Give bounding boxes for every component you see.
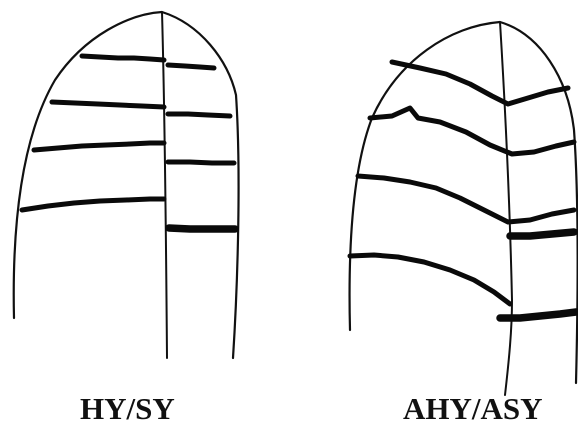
feather-left-bar-4-vane [169, 228, 235, 229]
feather-right-bar-4 [350, 255, 510, 304]
feather-left-bar-1-vane [168, 65, 214, 68]
feather-left [14, 12, 239, 358]
feather-left-bar-3-vane [168, 162, 234, 163]
feather-left-bar-2 [52, 102, 164, 107]
feather-right-bars [350, 62, 576, 318]
feather-right-bar-3 [358, 176, 574, 222]
feather-right-bar-4b [510, 232, 574, 236]
feather-left-bar-1 [82, 56, 164, 60]
caption-hy-sy: HY/SY [80, 393, 175, 424]
feather-left-bar-4 [22, 199, 164, 210]
feather-right-bar-1 [392, 62, 568, 104]
feather-right [350, 22, 578, 395]
feather-right-bar-2 [370, 108, 574, 154]
feather-left-bar-3 [34, 143, 164, 150]
feather-left-outline [14, 12, 239, 358]
feather-left-bar-2-vane [168, 114, 230, 116]
caption-ahy-asy: AHY/ASY [403, 393, 543, 424]
feather-right-shaft [500, 22, 512, 395]
